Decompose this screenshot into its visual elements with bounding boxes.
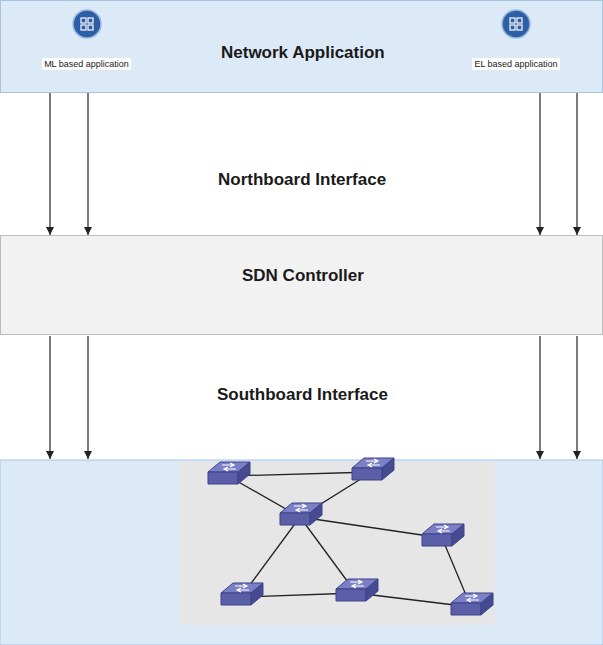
node-title: SDN Controller	[242, 266, 364, 286]
switch-icons	[208, 458, 493, 615]
app-label: EL based application	[472, 58, 559, 70]
interface-label: Northboard Interface	[218, 170, 386, 190]
app-symbol	[72, 9, 102, 39]
northbound-arrow	[49, 93, 50, 235]
northbound-arrow	[87, 93, 88, 235]
interface-label: Southboard Interface	[217, 385, 388, 405]
app-symbol	[501, 9, 531, 39]
northbound-arrow	[539, 93, 540, 235]
node-title: Network Application	[221, 43, 385, 63]
app-label: ML based application	[42, 58, 131, 70]
network-backdrop	[180, 462, 495, 625]
application-band: Network Application ML based application E…	[0, 0, 603, 93]
northbound-arrow	[576, 93, 577, 235]
app-icon: EL based application	[471, 9, 561, 71]
network-links	[228, 472, 471, 607]
controller-box: SDN Controller	[0, 235, 603, 335]
app-icon: ML based application	[41, 9, 132, 71]
southbound-arrows	[50, 336, 577, 459]
infrastructure-band	[0, 460, 603, 645]
